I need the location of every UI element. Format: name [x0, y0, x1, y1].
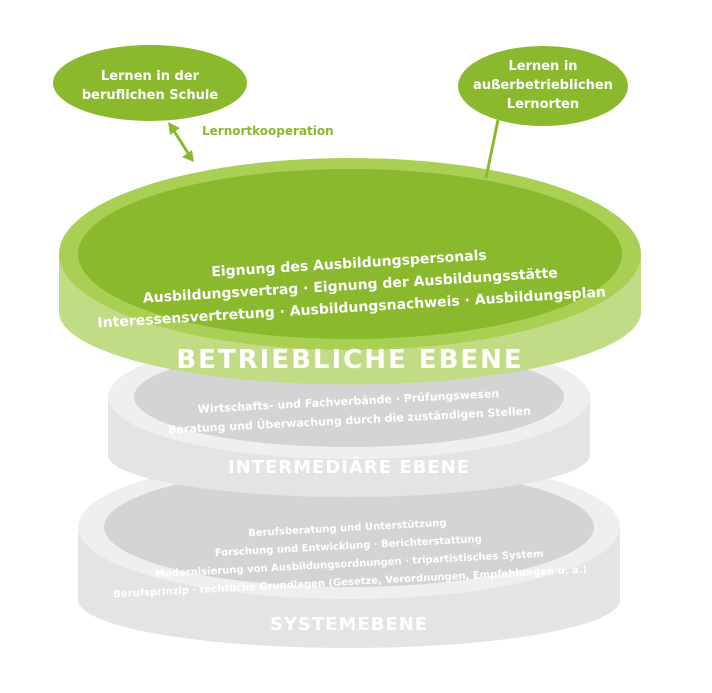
intermediary-level-title: INTERMEDIÄRE EBENE: [228, 456, 470, 478]
right-bubble-line-3: Lernorten: [507, 97, 579, 112]
cooperation-label: Lernortkooperation: [202, 124, 334, 138]
system-level: Berufsberatung und Unterstützung Forschu…: [78, 455, 620, 648]
system-level-title: SYSTEMEBENE: [270, 614, 428, 635]
company-level: Eignung des Ausbildungspersonals Ausbild…: [59, 158, 642, 385]
company-level-inner-disc: [78, 169, 622, 339]
left-bubble-line-1: Lernen in der: [101, 69, 200, 84]
right-bubble-line-1: Lernen in: [508, 59, 577, 74]
right-bubble-connector: [484, 119, 500, 179]
left-bubble-group: Lernen in der beruflichen Schule: [53, 45, 247, 121]
right-bubble: [458, 46, 628, 126]
left-bubble: [53, 45, 247, 121]
right-bubble-line-2: außerbetrieblichen: [473, 78, 613, 93]
system-level-inner-disc: [104, 467, 594, 587]
company-level-title: BETRIEBLICHE EBENE: [176, 345, 523, 375]
left-bubble-line-2: beruflichen Schule: [82, 88, 218, 103]
double-arrow-icon: [168, 122, 194, 162]
right-bubble-group: Lernen in außerbetrieblichen Lernorten: [458, 46, 628, 179]
